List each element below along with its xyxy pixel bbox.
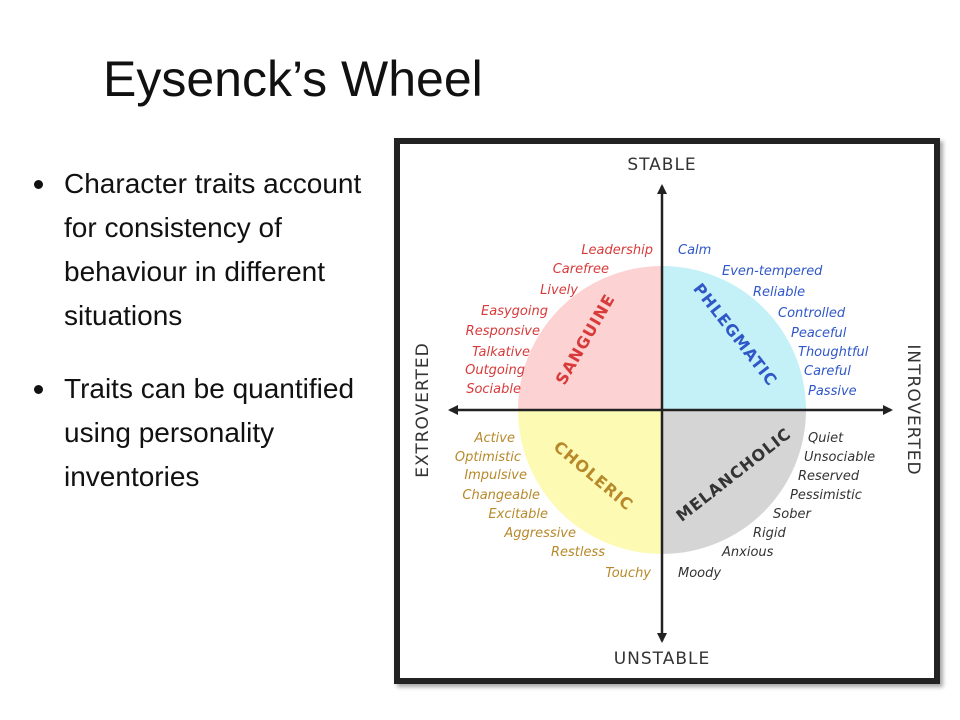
trait-label: Impulsive xyxy=(464,468,527,483)
trait-label: Pessimistic xyxy=(790,488,862,503)
trait-label: Outgoing xyxy=(465,363,525,378)
trait-label: Carefree xyxy=(553,262,609,277)
trait-label: Controlled xyxy=(778,306,846,321)
trait-label: Quiet xyxy=(808,431,844,446)
trait-label: Easygoing xyxy=(481,304,548,319)
trait-label: Restless xyxy=(551,545,605,560)
eysenck-wheel-diagram: STABLE UNSTABLE EXTROVERTED INTROVERTED … xyxy=(394,138,940,684)
axis-label-stable: STABLE xyxy=(627,155,696,175)
trait-label: Responsive xyxy=(466,324,540,339)
trait-label: Changeable xyxy=(462,488,540,503)
trait-label: Rigid xyxy=(753,526,787,541)
trait-label: Excitable xyxy=(488,507,548,522)
trait-label: Passive xyxy=(808,384,857,399)
slide-title: Eysenck’s Wheel xyxy=(103,51,483,107)
phlegmatic-sector xyxy=(662,266,806,410)
bullet-item: Character traits account for consistency… xyxy=(32,162,362,338)
trait-label: Even-tempered xyxy=(722,264,823,279)
trait-label: Sober xyxy=(773,507,812,522)
trait-label: Careful xyxy=(804,364,851,379)
bullet-dot xyxy=(34,385,43,394)
melancholic-traits: Quiet Unsociable Reserved Pessimistic So… xyxy=(678,431,875,581)
trait-label: Calm xyxy=(678,243,711,258)
trait-label: Reliable xyxy=(753,285,805,300)
trait-label: Sociable xyxy=(466,382,521,397)
trait-label: Active xyxy=(474,431,515,446)
trait-label: Talkative xyxy=(472,345,530,360)
trait-label: Aggressive xyxy=(503,526,576,541)
axis-label-extroverted: EXTROVERTED xyxy=(413,342,433,478)
trait-label: Lively xyxy=(540,283,578,298)
melancholic-sector xyxy=(662,410,806,554)
axis-label-introverted: INTROVERTED xyxy=(903,344,923,475)
trait-label: Touchy xyxy=(605,566,651,581)
trait-label: Optimistic xyxy=(455,450,521,465)
phlegmatic-traits: Calm Even-tempered Reliable Controlled P… xyxy=(678,243,869,399)
choleric-traits: Active Optimistic Impulsive Changeable E… xyxy=(455,431,651,581)
trait-label: Reserved xyxy=(798,469,860,484)
trait-label: Moody xyxy=(678,566,721,581)
sanguine-sector xyxy=(518,266,662,410)
sanguine-traits: Leadership Carefree Lively Easygoing Res… xyxy=(465,243,653,397)
trait-label: Leadership xyxy=(581,243,653,258)
choleric-sector xyxy=(518,410,662,554)
bullet-dot xyxy=(34,180,43,189)
trait-label: Unsociable xyxy=(804,450,875,465)
bullet-list: Character traits account for consistency… xyxy=(32,162,362,528)
trait-label: Thoughtful xyxy=(798,345,869,360)
bullet-item: Traits can be quantified using personali… xyxy=(32,367,362,499)
trait-label: Peaceful xyxy=(791,326,847,341)
trait-label: Anxious xyxy=(721,545,774,560)
axis-label-unstable: UNSTABLE xyxy=(614,649,711,669)
